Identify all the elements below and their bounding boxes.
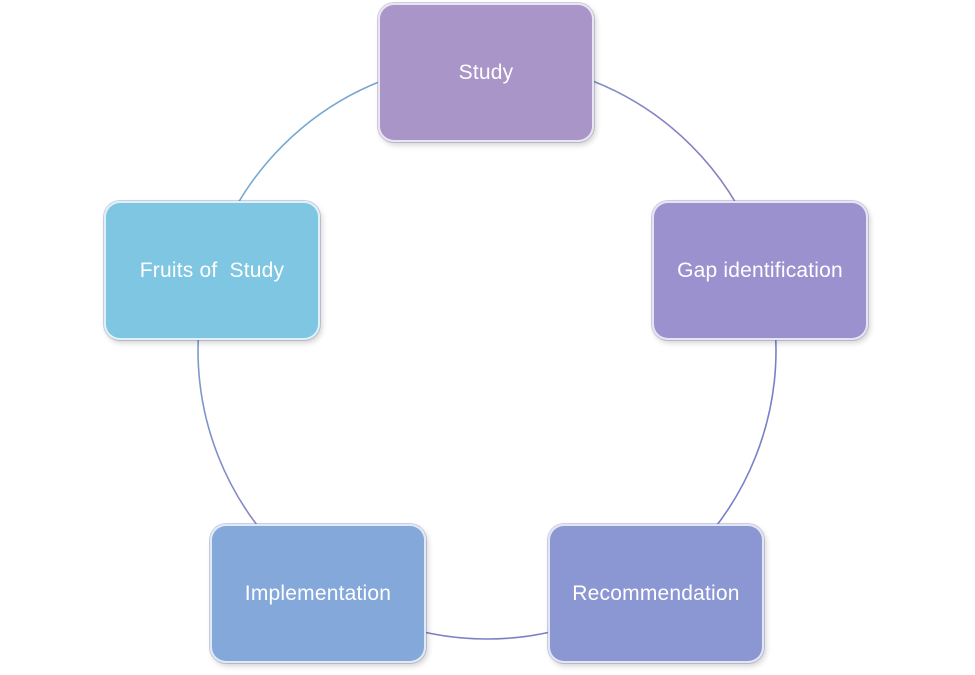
node-recommendation: Recommendation	[548, 524, 764, 663]
node-recommendation-label: Recommendation	[572, 581, 740, 605]
node-fruits-of-study-label: Fruits of Study	[139, 258, 285, 282]
node-gap-identification: Gap identification	[652, 201, 868, 340]
node-implementation-label: Implementation	[244, 581, 392, 605]
node-study: Study	[378, 3, 594, 142]
node-fruits-of-study: Fruits of Study	[104, 201, 320, 340]
node-gap-identification-label: Gap identification	[677, 258, 843, 282]
node-implementation: Implementation	[210, 524, 426, 663]
node-study-label: Study	[458, 60, 514, 84]
